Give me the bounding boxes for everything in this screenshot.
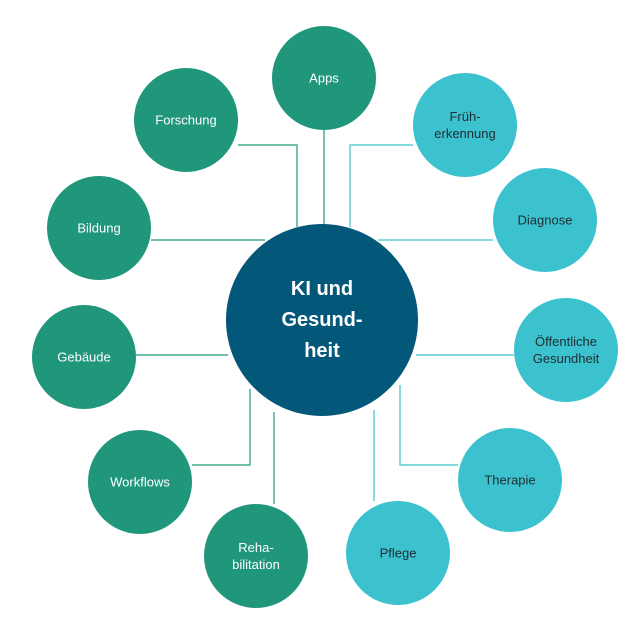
node-circle-workflows	[88, 430, 192, 534]
node-apps: Apps	[272, 26, 376, 130]
center-label: Gesund-	[281, 309, 362, 331]
node-label-apps: Apps	[309, 71, 339, 86]
node-circle-pflege	[346, 501, 450, 605]
node-circle-bildung	[47, 176, 151, 280]
node-label-diagnose: Diagnose	[518, 213, 573, 228]
node-circle-therapie	[458, 428, 562, 532]
connector-workflows	[192, 389, 251, 466]
node-circle-diagnose	[493, 168, 597, 272]
connector-forschung	[238, 144, 298, 227]
node-circle-apps	[272, 26, 376, 130]
node-rehabilitation: Reha-bilitation	[204, 504, 308, 608]
center-label: heit	[304, 340, 340, 362]
node-label-pflege: Pflege	[380, 546, 417, 561]
connectors	[136, 130, 514, 504]
node-forschung: Forschung	[134, 68, 238, 172]
node-label-oeffentliche-gesundheit: Gesundheit	[533, 351, 600, 366]
connector-frueherkennung	[349, 144, 413, 227]
node-workflows: Workflows	[88, 430, 192, 534]
node-label-frueherkennung: Früh-	[449, 109, 480, 124]
node-diagnose: Diagnose	[493, 168, 597, 272]
node-gebaeude: Gebäude	[32, 305, 136, 409]
node-circle-oeffentliche-gesundheit	[514, 298, 618, 402]
center-label: KI und	[291, 278, 353, 300]
connector-therapie	[399, 385, 458, 466]
nodes: AppsFrüh-erkennungDiagnoseÖffentlicheGes…	[32, 26, 618, 608]
node-label-forschung: Forschung	[155, 113, 216, 128]
node-bildung: Bildung	[47, 176, 151, 280]
node-label-oeffentliche-gesundheit: Öffentliche	[535, 334, 597, 349]
node-label-bildung: Bildung	[77, 221, 120, 236]
node-frueherkennung: Früh-erkennung	[413, 73, 517, 177]
center-circle	[226, 224, 418, 416]
node-pflege: Pflege	[346, 501, 450, 605]
node-circle-rehabilitation	[204, 504, 308, 608]
node-circle-gebaeude	[32, 305, 136, 409]
node-label-rehabilitation: bilitation	[232, 557, 280, 572]
node-circle-forschung	[134, 68, 238, 172]
node-label-gebaeude: Gebäude	[57, 350, 111, 365]
node-label-workflows: Workflows	[110, 475, 170, 490]
node-circle-frueherkennung	[413, 73, 517, 177]
node-label-therapie: Therapie	[484, 473, 535, 488]
node-label-frueherkennung: erkennung	[434, 126, 495, 141]
node-label-rehabilitation: Reha-	[238, 540, 273, 555]
node-therapie: Therapie	[458, 428, 562, 532]
